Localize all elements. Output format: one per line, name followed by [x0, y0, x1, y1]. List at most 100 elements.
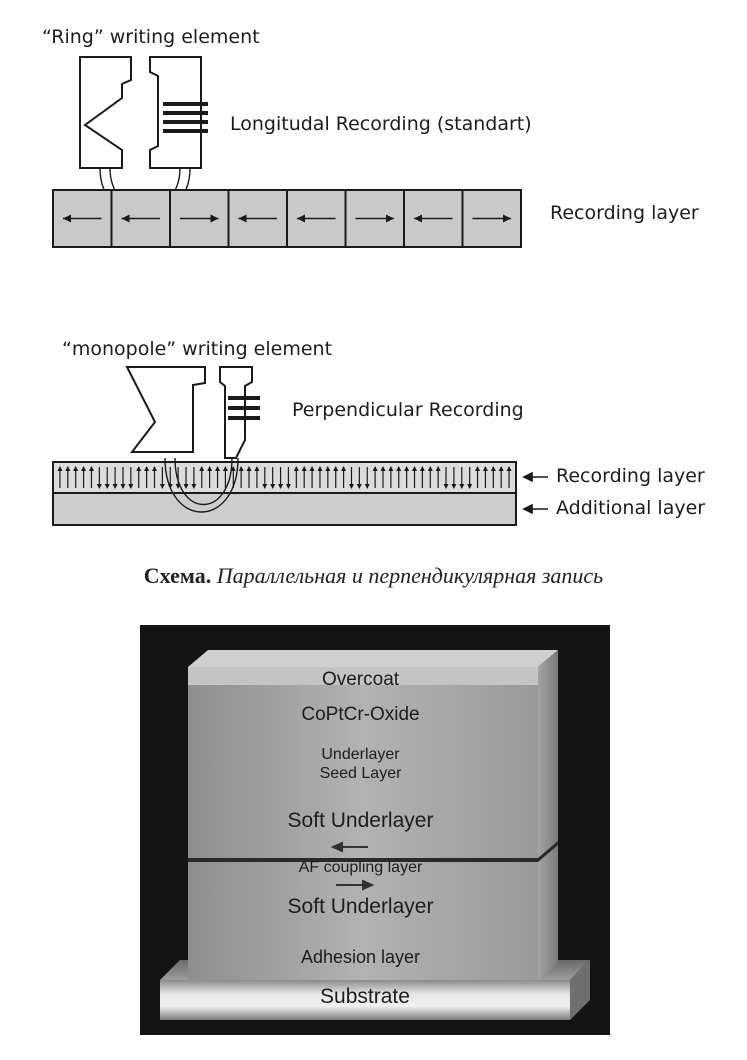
ring-title: “Ring” writing element: [42, 26, 260, 48]
soft-underlayer-arrow-right: [336, 879, 375, 891]
arrow-head: [325, 466, 331, 471]
arrow-head: [121, 214, 130, 223]
layer-soft-underlayer-1: Soft Underlayer: [287, 809, 434, 832]
arrow-head: [128, 484, 134, 489]
arrow-head: [238, 466, 244, 471]
layer-soft-underlayer-2: Soft Underlayer: [287, 895, 434, 918]
block-top: [188, 650, 558, 667]
arrow-head: [65, 466, 71, 471]
caption-italic: Параллельная и перпендикулярная запись: [216, 563, 604, 588]
layer-af-coupling: AF coupling layer: [298, 859, 423, 876]
monopole-head: [125, 366, 253, 459]
arrow-head: [297, 214, 305, 223]
arrow-head: [262, 484, 268, 489]
substrate-front: [160, 980, 570, 1020]
arrow-head: [333, 466, 339, 471]
arrow-head: [356, 484, 362, 489]
arrow-head: [246, 466, 252, 471]
overcoat-band: [188, 667, 538, 685]
arrow-head: [88, 466, 94, 471]
layer-adhesion: Adhesion layer: [300, 947, 421, 967]
arrow-head: [348, 484, 354, 489]
arrow-head: [412, 466, 418, 471]
arrow-head: [451, 484, 457, 489]
block-side: [538, 650, 558, 980]
arrow-head: [96, 484, 102, 489]
arrow-head: [498, 466, 504, 471]
arrow-head: [388, 466, 394, 471]
arrow-head: [317, 466, 323, 471]
soft-underlayer-arrow-left: [330, 841, 368, 853]
recording-layer-label-2: Recording layer: [556, 465, 705, 487]
label-pointer-arrows: [522, 471, 548, 515]
longitudinal-label: Longitudal Recording (standart): [230, 113, 532, 135]
arrow-head: [215, 466, 221, 471]
layer-substrate: Substrate: [320, 985, 410, 1008]
arrow-head: [443, 484, 449, 489]
perpendicular-media: [52, 461, 517, 526]
block-front: [188, 667, 538, 980]
perpendicular-label: Perpendicular Recording: [292, 399, 524, 421]
arrow-head: [81, 466, 87, 471]
arrow-head: [199, 466, 205, 471]
arrow-head: [380, 466, 386, 471]
arrow-head: [57, 466, 63, 471]
arrow-head: [112, 484, 118, 489]
arrow-head: [238, 214, 247, 223]
layer-seed: Seed Layer: [319, 765, 402, 782]
media-layer-stack: Overcoat CoPtCr-Oxide Underlayer Seed La…: [140, 625, 610, 1035]
arrow-head: [427, 466, 433, 471]
arrow-head: [414, 214, 422, 223]
arrow-head: [144, 466, 150, 471]
arrow-head: [222, 466, 228, 471]
arrow-head: [285, 484, 291, 489]
substrate-side: [570, 960, 590, 1020]
arrow-head: [210, 214, 219, 223]
monopole-field-lines: [164, 457, 239, 513]
recording-layer-label-1: Recording layer: [550, 202, 699, 224]
arrow-head: [301, 466, 307, 471]
monopole-coil: [228, 396, 260, 420]
arrow-head: [490, 466, 496, 471]
longitudinal-recording-layer: [52, 189, 522, 248]
layer-stack-render: [160, 650, 590, 1020]
arrow-head: [419, 466, 425, 471]
arrow-head: [309, 466, 315, 471]
arrow-head: [459, 484, 465, 489]
arrow-head: [278, 484, 284, 489]
arrow-head: [475, 466, 481, 471]
layer-coptcr-oxide: CoPtCr-Oxide: [301, 704, 420, 725]
arrow-head: [503, 214, 511, 223]
additional-layer-label: Additional layer: [556, 497, 706, 519]
arrow-head: [254, 466, 260, 471]
ring-head: [79, 56, 202, 169]
arrow-head: [386, 214, 394, 223]
arrow-head: [506, 466, 512, 471]
arrow-head: [293, 466, 299, 471]
arrow-head: [482, 466, 488, 471]
ring-coil: [163, 102, 208, 133]
arrow-head: [120, 484, 126, 489]
arrow-head: [364, 484, 370, 489]
af-coupling-line: [188, 858, 538, 862]
monopole-title: “monopole” writing element: [62, 338, 333, 360]
arrow-head: [372, 466, 378, 471]
arrow-head: [396, 466, 402, 471]
arrow-head: [207, 466, 213, 471]
recording-schematic: [52, 56, 548, 526]
arrow-head: [191, 484, 197, 489]
arrow-head: [404, 466, 410, 471]
arrow-head: [341, 466, 347, 471]
arrow-head: [151, 466, 157, 471]
arrow-head: [104, 484, 110, 489]
arrow-head: [435, 466, 441, 471]
layer-overcoat: Overcoat: [321, 669, 400, 690]
arrow-head: [230, 466, 236, 471]
arrow-head: [63, 214, 71, 223]
layer-underlayer: Underlayer: [321, 746, 400, 763]
arrow-head: [183, 484, 189, 489]
arrow-head: [136, 466, 142, 471]
arrow-head: [467, 484, 473, 489]
caption-bold: Схема.: [143, 563, 212, 588]
arrow-head: [159, 484, 165, 489]
